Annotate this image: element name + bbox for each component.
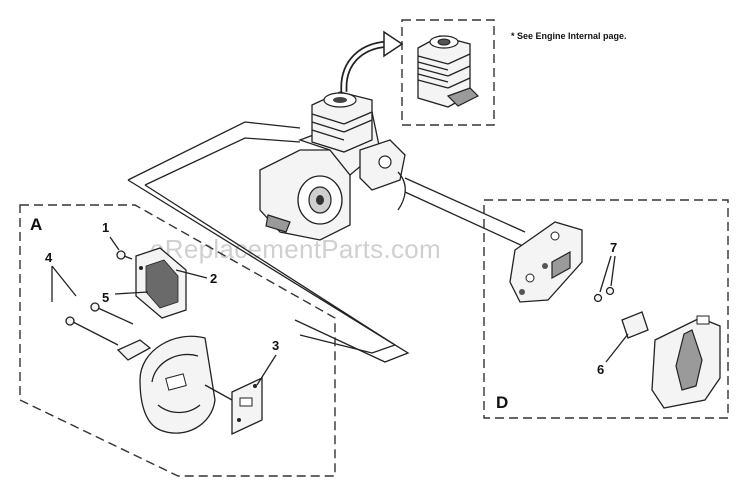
cylinder-part-inset bbox=[417, 35, 480, 108]
section-a-box bbox=[19, 204, 336, 477]
callout-4: 4 bbox=[45, 250, 53, 265]
watermark-text: eReplacementParts.com bbox=[150, 234, 441, 264]
leader-4b bbox=[51, 265, 77, 297]
leader-3 bbox=[256, 354, 277, 386]
spark-arrestor-screen bbox=[135, 247, 187, 319]
tank-screws bbox=[593, 286, 615, 303]
callout-1: 1 bbox=[102, 220, 109, 235]
callout-3: 3 bbox=[272, 338, 279, 353]
fuel-tank bbox=[651, 315, 721, 409]
muffler-gasket bbox=[231, 376, 263, 436]
curved-arrow-icon bbox=[340, 30, 404, 93]
bolt-parts bbox=[65, 302, 134, 346]
leader-1 bbox=[109, 236, 120, 251]
muffler-bracket bbox=[116, 339, 152, 361]
engine-assembly bbox=[259, 91, 406, 241]
assembly-frame-outline bbox=[127, 121, 526, 363]
callout-2: 2 bbox=[210, 271, 217, 286]
section-d-label: D bbox=[496, 393, 508, 412]
leader-5 bbox=[114, 291, 149, 295]
callout-7: 7 bbox=[610, 240, 617, 255]
muffler-body bbox=[139, 335, 216, 434]
screw-part bbox=[116, 250, 133, 260]
leader-2 bbox=[175, 269, 208, 279]
leader-7a bbox=[599, 255, 612, 293]
tank-mount-plate bbox=[509, 221, 583, 303]
callout-6: 6 bbox=[597, 362, 604, 377]
engine-internal-note: * See Engine Internal page. bbox=[511, 31, 627, 41]
cylinder-inset-box bbox=[401, 19, 495, 126]
tank-grommet bbox=[621, 311, 649, 339]
muffler-parts bbox=[65, 247, 263, 436]
fuel-tank-parts bbox=[509, 221, 721, 409]
leader-6 bbox=[605, 333, 629, 363]
section-d-box bbox=[483, 199, 729, 419]
callout-5: 5 bbox=[102, 290, 109, 305]
section-a-label: A bbox=[30, 215, 42, 234]
leader-7b bbox=[610, 255, 616, 287]
